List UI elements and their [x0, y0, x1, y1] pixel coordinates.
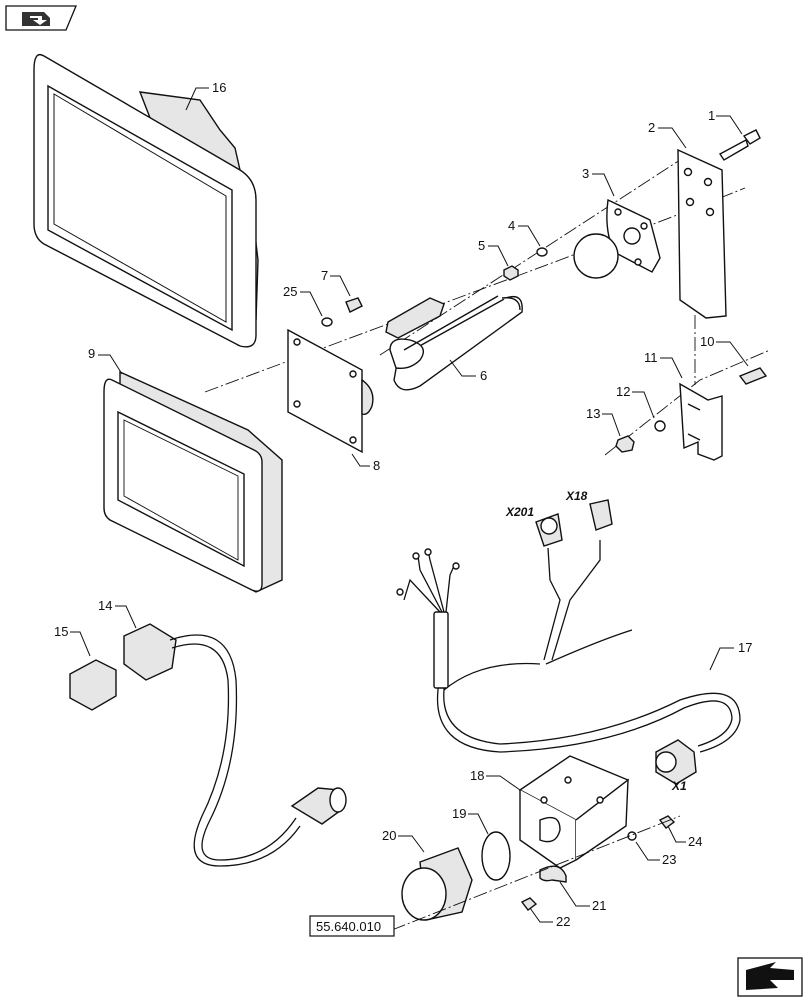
callout-4: 4 [508, 218, 515, 233]
part-22-screw [520, 897, 538, 911]
callout-16: 16 [212, 80, 226, 95]
callout-13: 13 [586, 406, 600, 421]
callout-9: 9 [88, 346, 95, 361]
part-15-plug-connector [69, 659, 117, 711]
callout-22: 22 [556, 914, 570, 929]
callout-5: 5 [478, 238, 485, 253]
part-18-angle-bracket [518, 755, 630, 869]
part-14-cable-connector [123, 623, 347, 867]
book-icon-button[interactable] [5, 5, 77, 31]
callout-24: 24 [688, 834, 702, 849]
callout-23: 23 [662, 852, 676, 867]
callout-12: 12 [616, 384, 630, 399]
part-11-clip-bracket [679, 382, 723, 461]
part-9-display-unit [103, 370, 283, 593]
callout-17: 17 [738, 640, 752, 655]
callout-15: 15 [54, 624, 68, 639]
callout-20: 20 [382, 828, 396, 843]
part-7-screw [345, 297, 363, 313]
part-19-o-ring [481, 831, 511, 881]
part-21-clamp [539, 865, 567, 883]
connector-x1: X1 [671, 779, 687, 793]
part-3-ball-mount [573, 198, 661, 279]
reference-label: 55.640.010 [316, 919, 381, 934]
next-page-arrow-button[interactable] [737, 957, 803, 997]
next-page-arrow-icon [746, 962, 794, 990]
callout-6: 6 [480, 368, 487, 383]
callout-8: 8 [373, 458, 380, 473]
callout-2: 2 [648, 120, 655, 135]
reference-box[interactable]: 55.640.010 [309, 915, 395, 937]
part-25-washer [321, 317, 333, 327]
callout-21: 21 [592, 898, 606, 913]
callout-14: 14 [98, 598, 112, 613]
centerline-lower [391, 815, 681, 931]
part-2-bracket-plate [677, 148, 727, 319]
centerline-mount [379, 159, 681, 356]
part-24-nut [658, 815, 676, 829]
callout-3: 3 [582, 166, 589, 181]
connector-x201: X201 [505, 505, 534, 519]
part-10-bolt [738, 367, 768, 385]
part-13-nut [615, 435, 635, 453]
part-6-swivel-arm [385, 295, 523, 391]
callout-7: 7 [321, 268, 328, 283]
callout-11: 11 [644, 350, 658, 365]
callout-19: 19 [452, 806, 466, 821]
part-8-mounting-plate [287, 328, 374, 454]
callout-25: 25 [283, 284, 297, 299]
callout-labels: 16 1 2 3 4 5 6 7 25 8 9 10 11 12 13 14 1… [54, 80, 752, 929]
part-16-display-monitor [33, 53, 259, 348]
leader-lines [70, 87, 749, 923]
part-17-wiring-harness [396, 499, 741, 785]
part-1-bolt [718, 129, 761, 161]
part-12-washer [654, 420, 666, 432]
centerline-bracket [604, 349, 771, 456]
callout-10: 10 [700, 334, 714, 349]
part-5-nut [503, 265, 519, 281]
callout-1: 1 [708, 108, 715, 123]
part-20-socket [401, 847, 473, 921]
book-icon [22, 12, 50, 26]
callout-18: 18 [470, 768, 484, 783]
part-4-washer [536, 247, 548, 257]
connector-x18: X18 [565, 489, 588, 503]
